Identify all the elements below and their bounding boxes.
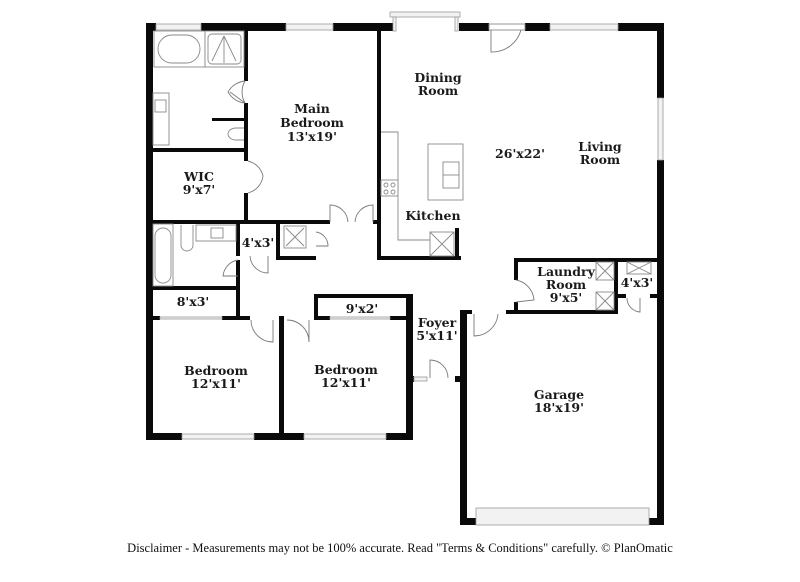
foyer-label: Foyer — [418, 315, 457, 330]
dining-label: Dining — [414, 70, 462, 85]
living-label-2: Room — [580, 152, 620, 167]
fixtures — [152, 30, 652, 311]
closet-4x3-right-size: 4'x3' — [621, 275, 654, 290]
windows — [155, 11, 664, 526]
laundry-label-2: Room — [546, 277, 586, 292]
kitchen-label: Kitchen — [405, 208, 460, 223]
closet-9x2-size: 9'x2' — [346, 301, 379, 316]
main-bedroom-label: Main — [294, 101, 330, 116]
laundry-size: 9'x5' — [550, 290, 583, 305]
bedroom-right-size: 12'x11' — [321, 375, 371, 390]
garage-label: Garage — [534, 387, 584, 402]
living-label: Living — [578, 139, 622, 154]
great-room-size: 26'x22' — [495, 146, 545, 161]
doors — [222, 23, 641, 379]
interior-walls — [146, 23, 664, 440]
disclaimer-text: Disclaimer - Measurements may not be 100… — [127, 541, 673, 555]
bedroom-left-size: 12'x11' — [191, 376, 241, 391]
wic-label: WIC — [183, 169, 214, 184]
room-labels: Main Bedroom 13'x19' WIC 9'x7' Dining Ro… — [177, 70, 654, 415]
laundry-label: Laundry — [537, 264, 595, 279]
exterior-walls — [146, 23, 664, 525]
main-bedroom-size: 13'x19' — [287, 129, 337, 144]
foyer-size: 5'x11' — [416, 328, 457, 343]
garage-size: 18'x19' — [534, 400, 584, 415]
dining-label-2: Room — [418, 83, 458, 98]
wic-size: 9'x7' — [183, 182, 216, 197]
closet-8x3-size: 8'x3' — [177, 294, 210, 309]
main-bedroom-label-2: Bedroom — [280, 115, 344, 130]
closet-4x3-left-size: 4'x3' — [242, 235, 275, 250]
bedroom-left-label: Bedroom — [184, 363, 248, 378]
bedroom-right-label: Bedroom — [314, 362, 378, 377]
